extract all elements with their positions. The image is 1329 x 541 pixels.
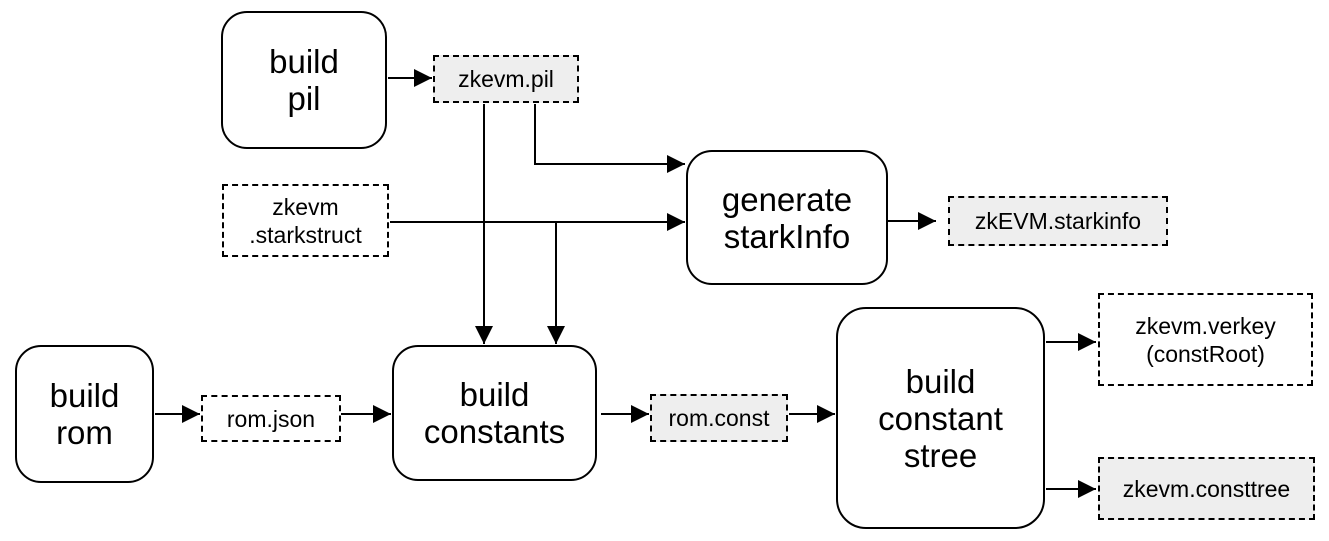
zkevm-starkstruct-file: zkevm .starkstruct bbox=[222, 184, 389, 257]
rom-const-file: rom.const bbox=[650, 394, 788, 442]
build-pil-node: build pil bbox=[221, 11, 387, 149]
arrow-zkevm-pil-to-generate-starkinfo bbox=[534, 104, 685, 173]
zkevm-consttree-file: zkevm.consttree bbox=[1098, 457, 1315, 520]
zkevm-verkey-file: zkevm.verkey (constRoot) bbox=[1098, 293, 1313, 386]
rom-json-file: rom.json bbox=[201, 395, 341, 442]
zkevm-pil-file: zkevm.pil bbox=[433, 55, 579, 103]
zkevm-starkinfo-file: zkEVM.starkinfo bbox=[948, 196, 1168, 246]
build-constants-node: build constants bbox=[392, 345, 597, 481]
build-constant-stree-node: build constant stree bbox=[836, 307, 1045, 529]
build-rom-node: build rom bbox=[15, 345, 154, 483]
generate-starkinfo-node: generate starkInfo bbox=[686, 150, 888, 285]
